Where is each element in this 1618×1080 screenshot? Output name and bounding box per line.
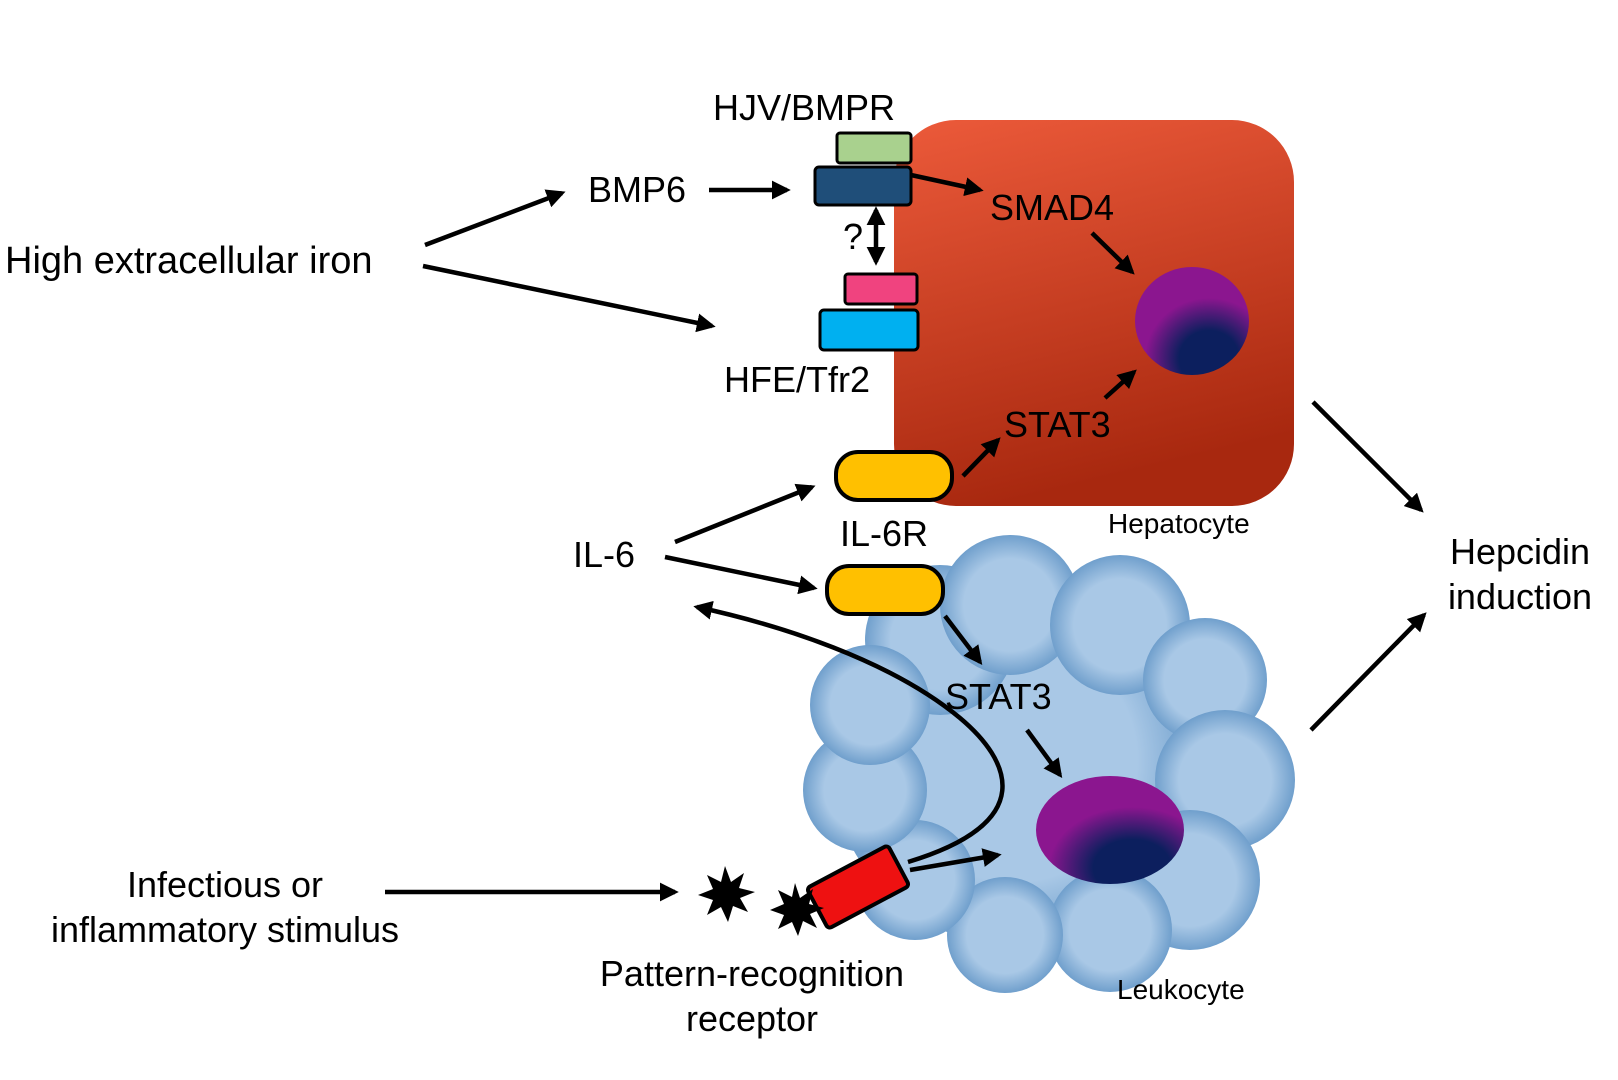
smad4-label: SMAD4 <box>990 187 1114 228</box>
leukocyte-nucleus <box>1036 776 1184 884</box>
tfr2-receptor <box>818 308 920 352</box>
il6r-leukocyte-receptor <box>825 564 945 616</box>
prr-label-line2: receptor <box>686 998 818 1039</box>
pathogen-bound-icon <box>770 883 824 936</box>
hepcidin-label-line2: induction <box>1448 576 1592 617</box>
leukocyte-label: Leukocyte <box>1117 974 1245 1005</box>
arrows <box>385 172 1427 902</box>
pathogen-icon <box>698 866 755 922</box>
hjv-receptor <box>835 131 913 165</box>
hfe-tfr2-label: HFE/Tfr2 <box>724 359 870 400</box>
hepatocyte-label: Hepatocyte <box>1108 508 1250 539</box>
hepatocyte-nucleus <box>1135 267 1249 375</box>
hepatocyte-cell <box>894 120 1294 506</box>
bmpr-receptor <box>813 165 913 207</box>
bmp6-label: BMP6 <box>588 169 686 210</box>
prr-label-line1: Pattern-recognition <box>600 953 904 994</box>
hepcidin-label-line1: Hepcidin <box>1450 531 1590 572</box>
stimulus-label-line1: Infectious or <box>127 864 323 905</box>
stat3-leukocyte-label: STAT3 <box>945 676 1052 717</box>
stimulus-label-line2: inflammatory stimulus <box>51 909 399 950</box>
high-iron-label: High extracellular iron <box>5 240 373 282</box>
stat3-hepatocyte-label: STAT3 <box>1004 404 1111 445</box>
il6-label: IL-6 <box>573 534 635 575</box>
hjv-bmpr-label: HJV/BMPR <box>713 87 895 128</box>
hfe-receptor <box>843 272 919 306</box>
question-mark-label: ? <box>843 216 863 257</box>
il6r-label: IL-6R <box>840 513 928 554</box>
il6r-hepatocyte-receptor <box>834 450 954 502</box>
